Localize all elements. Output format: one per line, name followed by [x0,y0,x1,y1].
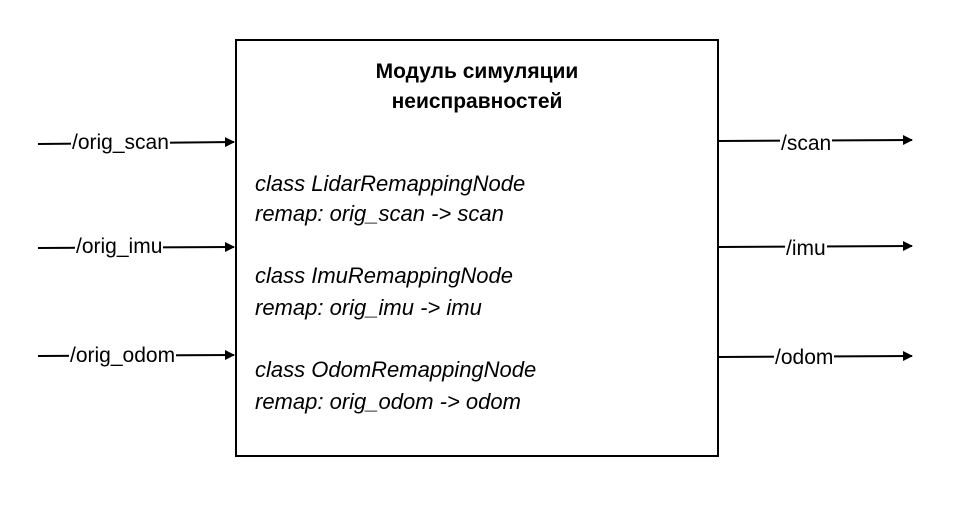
input-label-orig-scan: /orig_scan [71,131,170,155]
fault-simulation-module-box [235,39,719,457]
input-label-orig-imu: /orig_imu [75,235,164,259]
class-imu-name: class ImuRemappingNode [255,263,514,288]
module-title: Модуль симуляции неисправностей [235,57,719,117]
input-label-orig-odom: /orig_odom [69,344,177,368]
class-odom-remap: remap: orig_odom -> odom [255,389,521,414]
class-lidar-remap: remap: orig_scan -> scan [255,201,504,226]
output-label-imu: /imu [785,237,827,261]
class-imu-remap: remap: orig_imu -> imu [255,295,482,320]
output-label-scan: /scan [780,132,833,156]
output-label-odom: /odom [774,346,835,370]
class-lidar-name: class LidarRemappingNode [255,171,526,196]
module-title-line2: неисправностей [391,90,563,113]
module-title-line1: Модуль симуляции [375,60,579,83]
class-odom-name: class OdomRemappingNode [255,357,537,382]
